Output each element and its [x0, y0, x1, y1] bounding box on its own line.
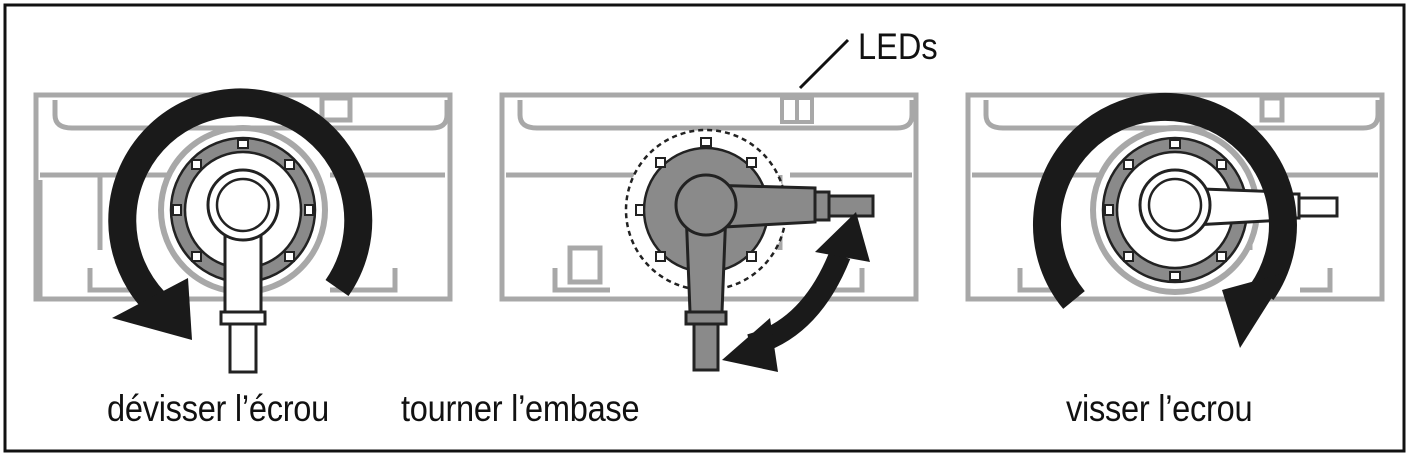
panel-screw	[965, 92, 1385, 348]
outer-frame	[3, 3, 1406, 453]
leds-label: LEDs	[858, 26, 938, 67]
panel-rotate	[499, 38, 919, 372]
clockwise-arrow-icon	[1032, 92, 1297, 348]
cable	[228, 322, 258, 374]
step-unscrew-caption: dévisser l’écrou	[107, 388, 329, 429]
step-rotate-caption: tourner l’embase	[401, 388, 640, 429]
step-screw-caption: visser l’ecrou	[1066, 388, 1253, 429]
panel-unscrew	[33, 88, 453, 374]
bidirectional-arrow-icon	[722, 212, 870, 372]
led-indicators	[780, 96, 814, 124]
counterclockwise-arrow-icon	[108, 88, 373, 340]
led-leader-line	[798, 38, 850, 90]
